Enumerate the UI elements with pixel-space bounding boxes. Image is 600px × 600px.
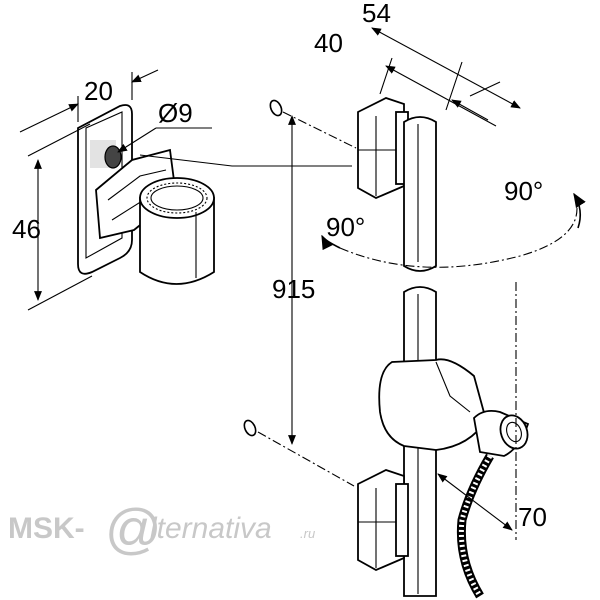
- dimension-20: 20: [84, 76, 113, 106]
- dimension-54: 54: [362, 0, 391, 28]
- upper-screw-marker: [269, 99, 283, 117]
- dimension-diameter-9: Ø9: [158, 98, 193, 128]
- watermark-prefix: MSK-: [8, 512, 85, 545]
- connector-line: [139, 154, 352, 167]
- rotation-angle-left: 90°: [326, 212, 365, 242]
- watermark-suffix: lternativa: [150, 512, 272, 545]
- shower-hose: [456, 453, 494, 599]
- lower-mount: [357, 469, 405, 572]
- upper-rail-segment: [403, 116, 437, 272]
- dimension-40: 40: [314, 28, 343, 58]
- lower-screw-marker: [243, 419, 257, 437]
- rail-assembly: 90° 90° 40 54 915 70: [243, 0, 586, 599]
- watermark-tld: .ru: [300, 526, 315, 541]
- wall-bracket-detail: 20 Ø9 46: [12, 69, 215, 311]
- mount-hole: [104, 145, 122, 169]
- dimension-915: 915: [272, 274, 315, 304]
- watermark-at-symbol: @: [104, 497, 161, 560]
- slider-holder: [378, 358, 487, 451]
- dimension-46: 46: [12, 214, 41, 244]
- watermark: MSK- @ lternativa .ru: [8, 497, 315, 560]
- rotation-angle-right: 90°: [504, 176, 543, 206]
- dimension-70: 70: [518, 502, 547, 532]
